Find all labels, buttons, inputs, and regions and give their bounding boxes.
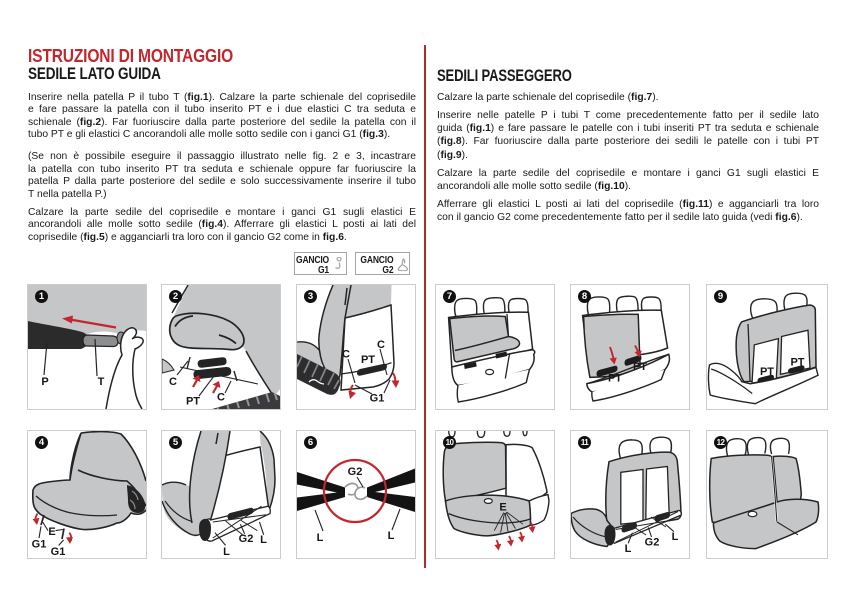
svg-text:L: L bbox=[223, 546, 230, 558]
svg-text:L: L bbox=[388, 530, 395, 542]
svg-text:L: L bbox=[317, 532, 324, 544]
svg-text:PT: PT bbox=[760, 366, 774, 378]
svg-text:PT: PT bbox=[608, 373, 622, 385]
svg-text:PT: PT bbox=[186, 396, 200, 408]
svg-text:L: L bbox=[260, 534, 267, 546]
svg-text:G2: G2 bbox=[239, 533, 254, 545]
svg-text:L: L bbox=[672, 531, 679, 543]
svg-text:PT: PT bbox=[361, 354, 375, 366]
svg-text:P: P bbox=[41, 376, 48, 388]
svg-text:G2: G2 bbox=[348, 466, 363, 478]
svg-text:T: T bbox=[98, 376, 105, 388]
svg-text:C: C bbox=[342, 349, 350, 361]
svg-text:E: E bbox=[499, 502, 506, 514]
svg-text:G2: G2 bbox=[645, 537, 660, 549]
svg-text:C: C bbox=[169, 376, 177, 388]
svg-text:G1: G1 bbox=[370, 393, 385, 405]
svg-text:E: E bbox=[48, 526, 55, 538]
svg-text:G1: G1 bbox=[51, 546, 66, 558]
svg-text:PT: PT bbox=[633, 361, 647, 373]
svg-text:PT: PT bbox=[790, 357, 804, 369]
svg-text:G1: G1 bbox=[32, 539, 47, 551]
svg-text:C: C bbox=[377, 339, 385, 351]
svg-text:L: L bbox=[625, 543, 632, 555]
svg-text:C: C bbox=[217, 392, 225, 404]
